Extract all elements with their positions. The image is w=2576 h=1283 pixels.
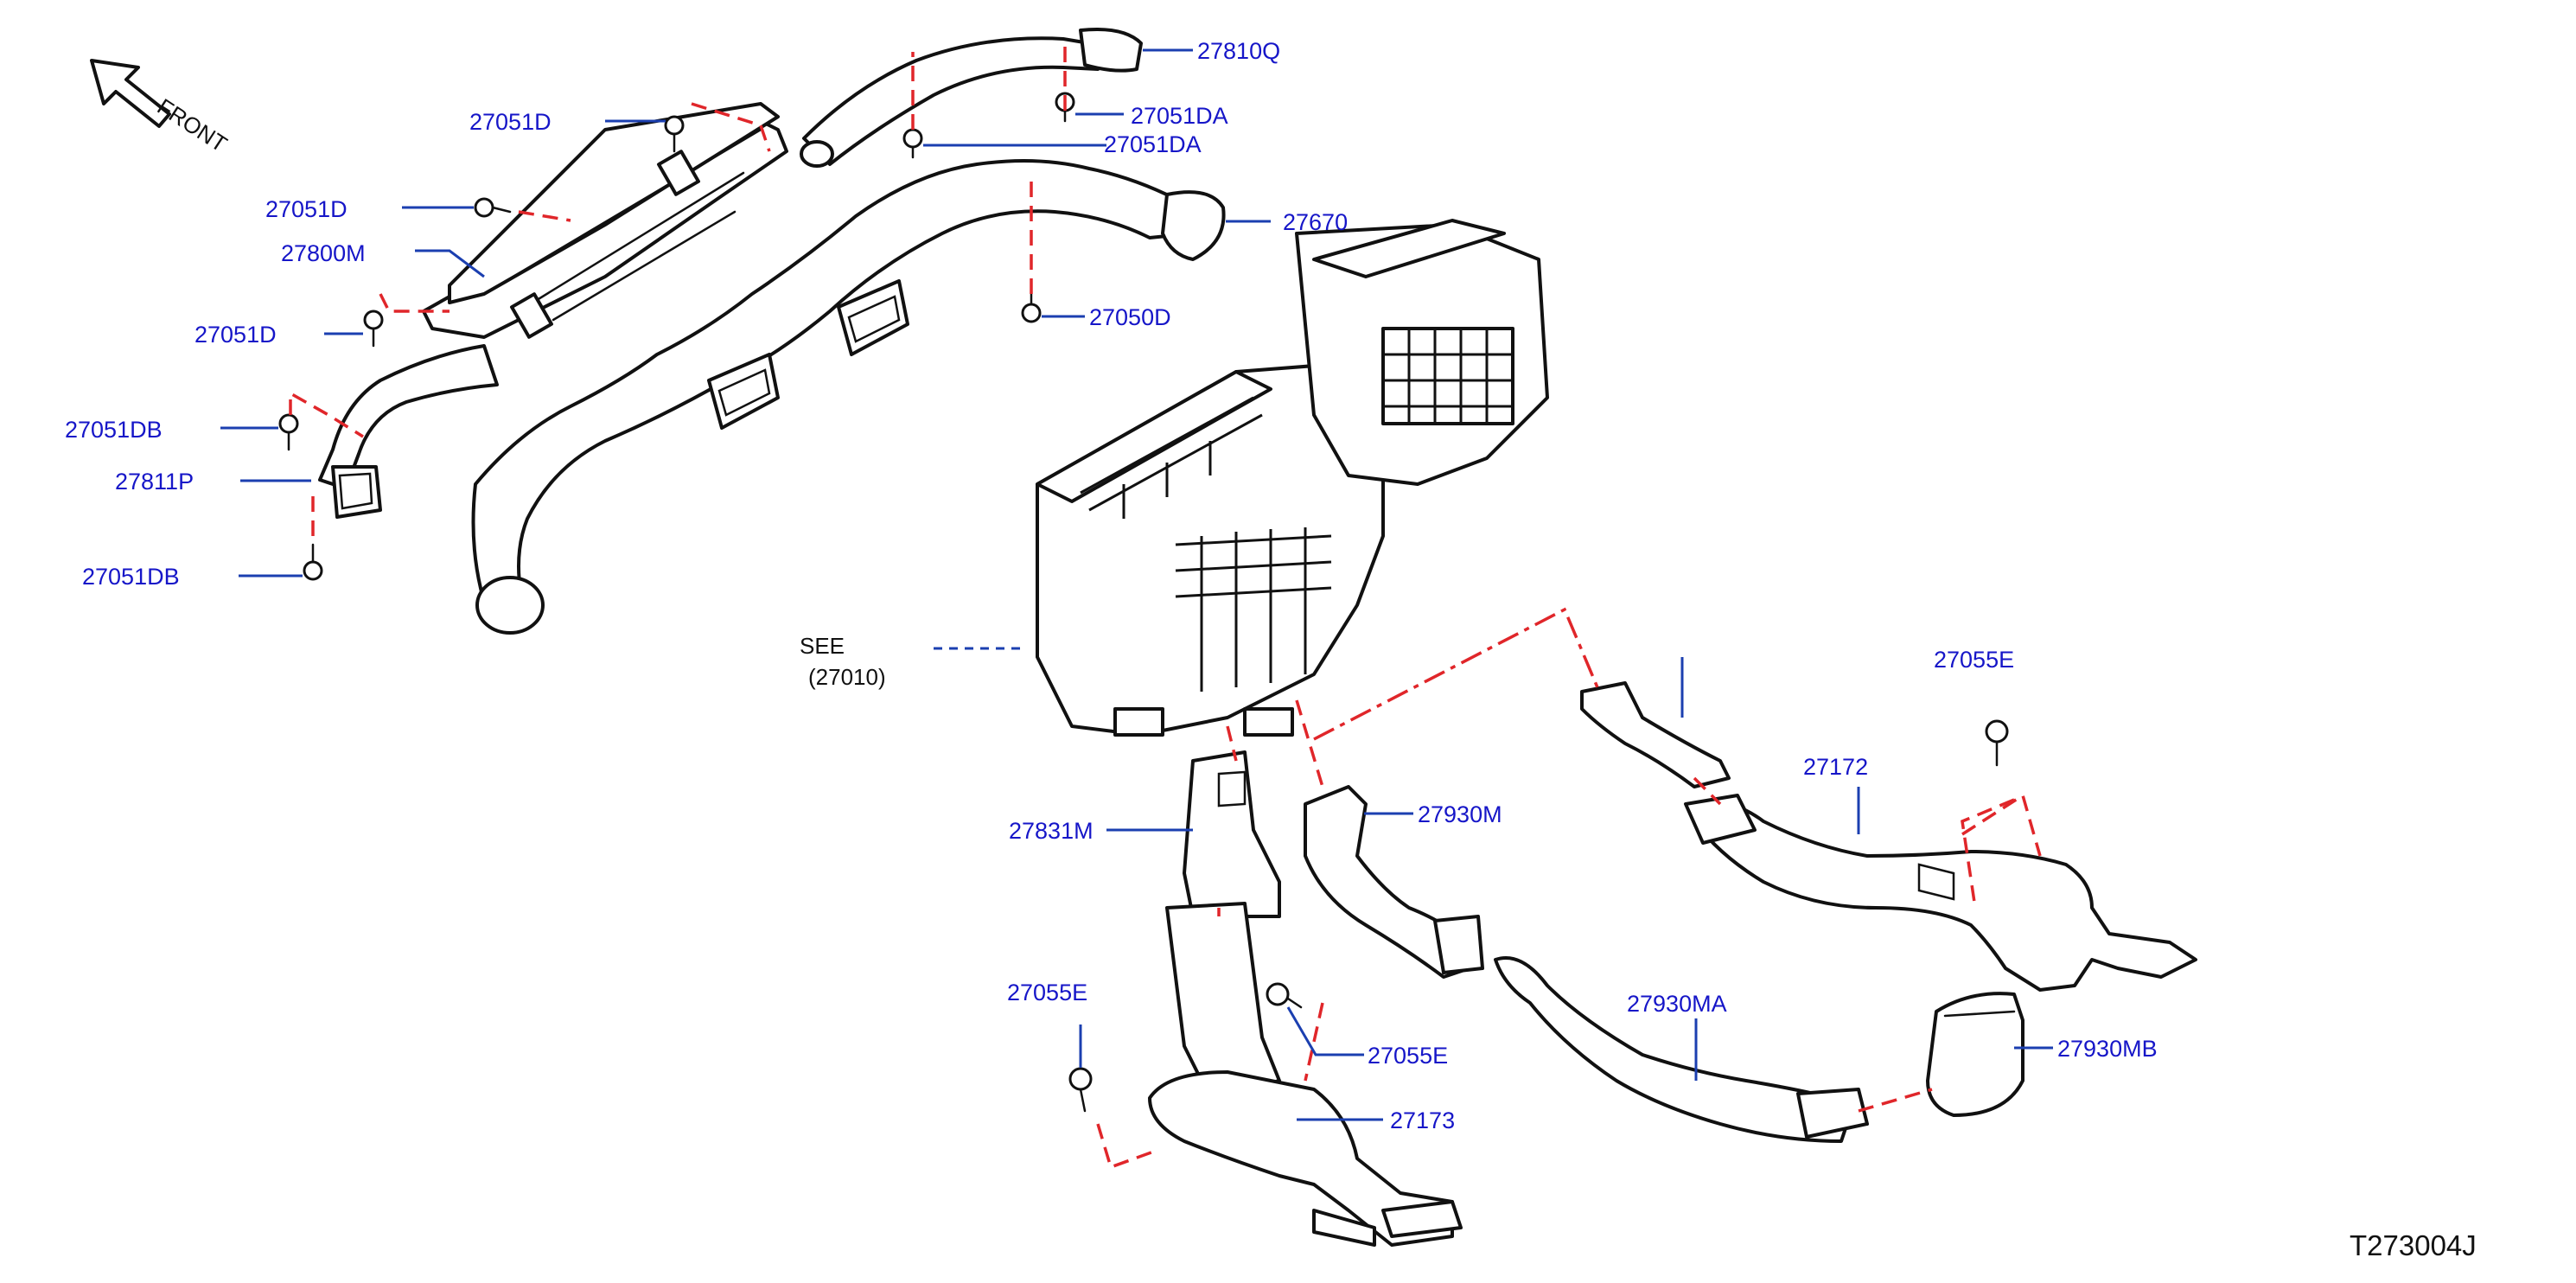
label-27930MB: 27930MB: [2057, 1036, 2158, 1062]
see-part-text: (27010): [808, 664, 886, 690]
label-27173: 27173: [1390, 1107, 1455, 1133]
label-27670: 27670: [1283, 209, 1348, 235]
front-arrow-icon: [90, 59, 171, 128]
screw-icon: [902, 128, 923, 159]
label-27831M: 27831M: [1009, 818, 1094, 844]
label-27810Q: 27810Q: [1197, 38, 1280, 64]
label-27055E: 27055E: [1368, 1043, 1448, 1069]
label-27050D: 27050D: [1089, 304, 1171, 330]
see-reference: SEE (27010): [800, 633, 1020, 690]
label-27051DB: 27051DB: [65, 417, 163, 443]
screw-icon: [363, 310, 384, 348]
see-text: SEE: [800, 633, 845, 659]
blower-grille: [1381, 327, 1514, 425]
label-27051DA: 27051DA: [1131, 103, 1228, 129]
label-27051D: 27051D: [194, 322, 277, 348]
center-vent-outlet-right: [837, 279, 909, 356]
upper-defroster-duct: [800, 28, 1143, 168]
label-27930MA: 27930MA: [1627, 991, 1727, 1017]
screw-icon: [1021, 292, 1042, 323]
center-floor-duct-upper: [1183, 750, 1281, 918]
heater-blower-unit: [1036, 219, 1549, 737]
label-27811P: 27811P: [115, 469, 194, 495]
label-27172: 27172: [1803, 754, 1868, 780]
rear-foot-duct-27172: [1580, 681, 2197, 992]
label-27051D: 27051D: [469, 109, 552, 135]
center-ventilator-duct: [471, 159, 1226, 635]
front-label: FRONT: [153, 93, 233, 157]
side-vent-duct-left: [318, 344, 499, 519]
rear-duct-27930M: [1304, 785, 1484, 979]
label-27930M: 27930M: [1418, 801, 1502, 827]
center-floor-duct-lower: [1165, 902, 1281, 1100]
label-27055E: 27055E: [1007, 980, 1087, 1005]
screw-icon: [303, 543, 323, 581]
rear-duct-27930MB: [1926, 992, 2024, 1117]
screw-icon: [474, 197, 512, 218]
assembly-lines: [289, 43, 2042, 1170]
clip-icon: [1985, 719, 2009, 767]
center-vent-outlet-left: [707, 353, 780, 430]
label-27051DB: 27051DB: [82, 564, 180, 590]
screw-icon: [278, 413, 299, 451]
label-27051DA: 27051DA: [1104, 131, 1202, 157]
screw-icon: [664, 115, 685, 153]
clip-icon: [1266, 982, 1303, 1009]
label-27051D: 27051D: [265, 196, 348, 222]
leader-lines: [220, 48, 2053, 1121]
label-27055E: 27055E: [1934, 647, 2014, 673]
rear-duct-27930MA: [1494, 956, 1869, 1143]
drawing-code: T273004J: [2350, 1229, 2477, 1261]
defroster-nozzle-assembly: [422, 102, 788, 339]
clip-icon: [1068, 1067, 1093, 1113]
rear-foot-duct-27173: [1148, 1070, 1463, 1247]
label-27800M: 27800M: [281, 240, 366, 266]
